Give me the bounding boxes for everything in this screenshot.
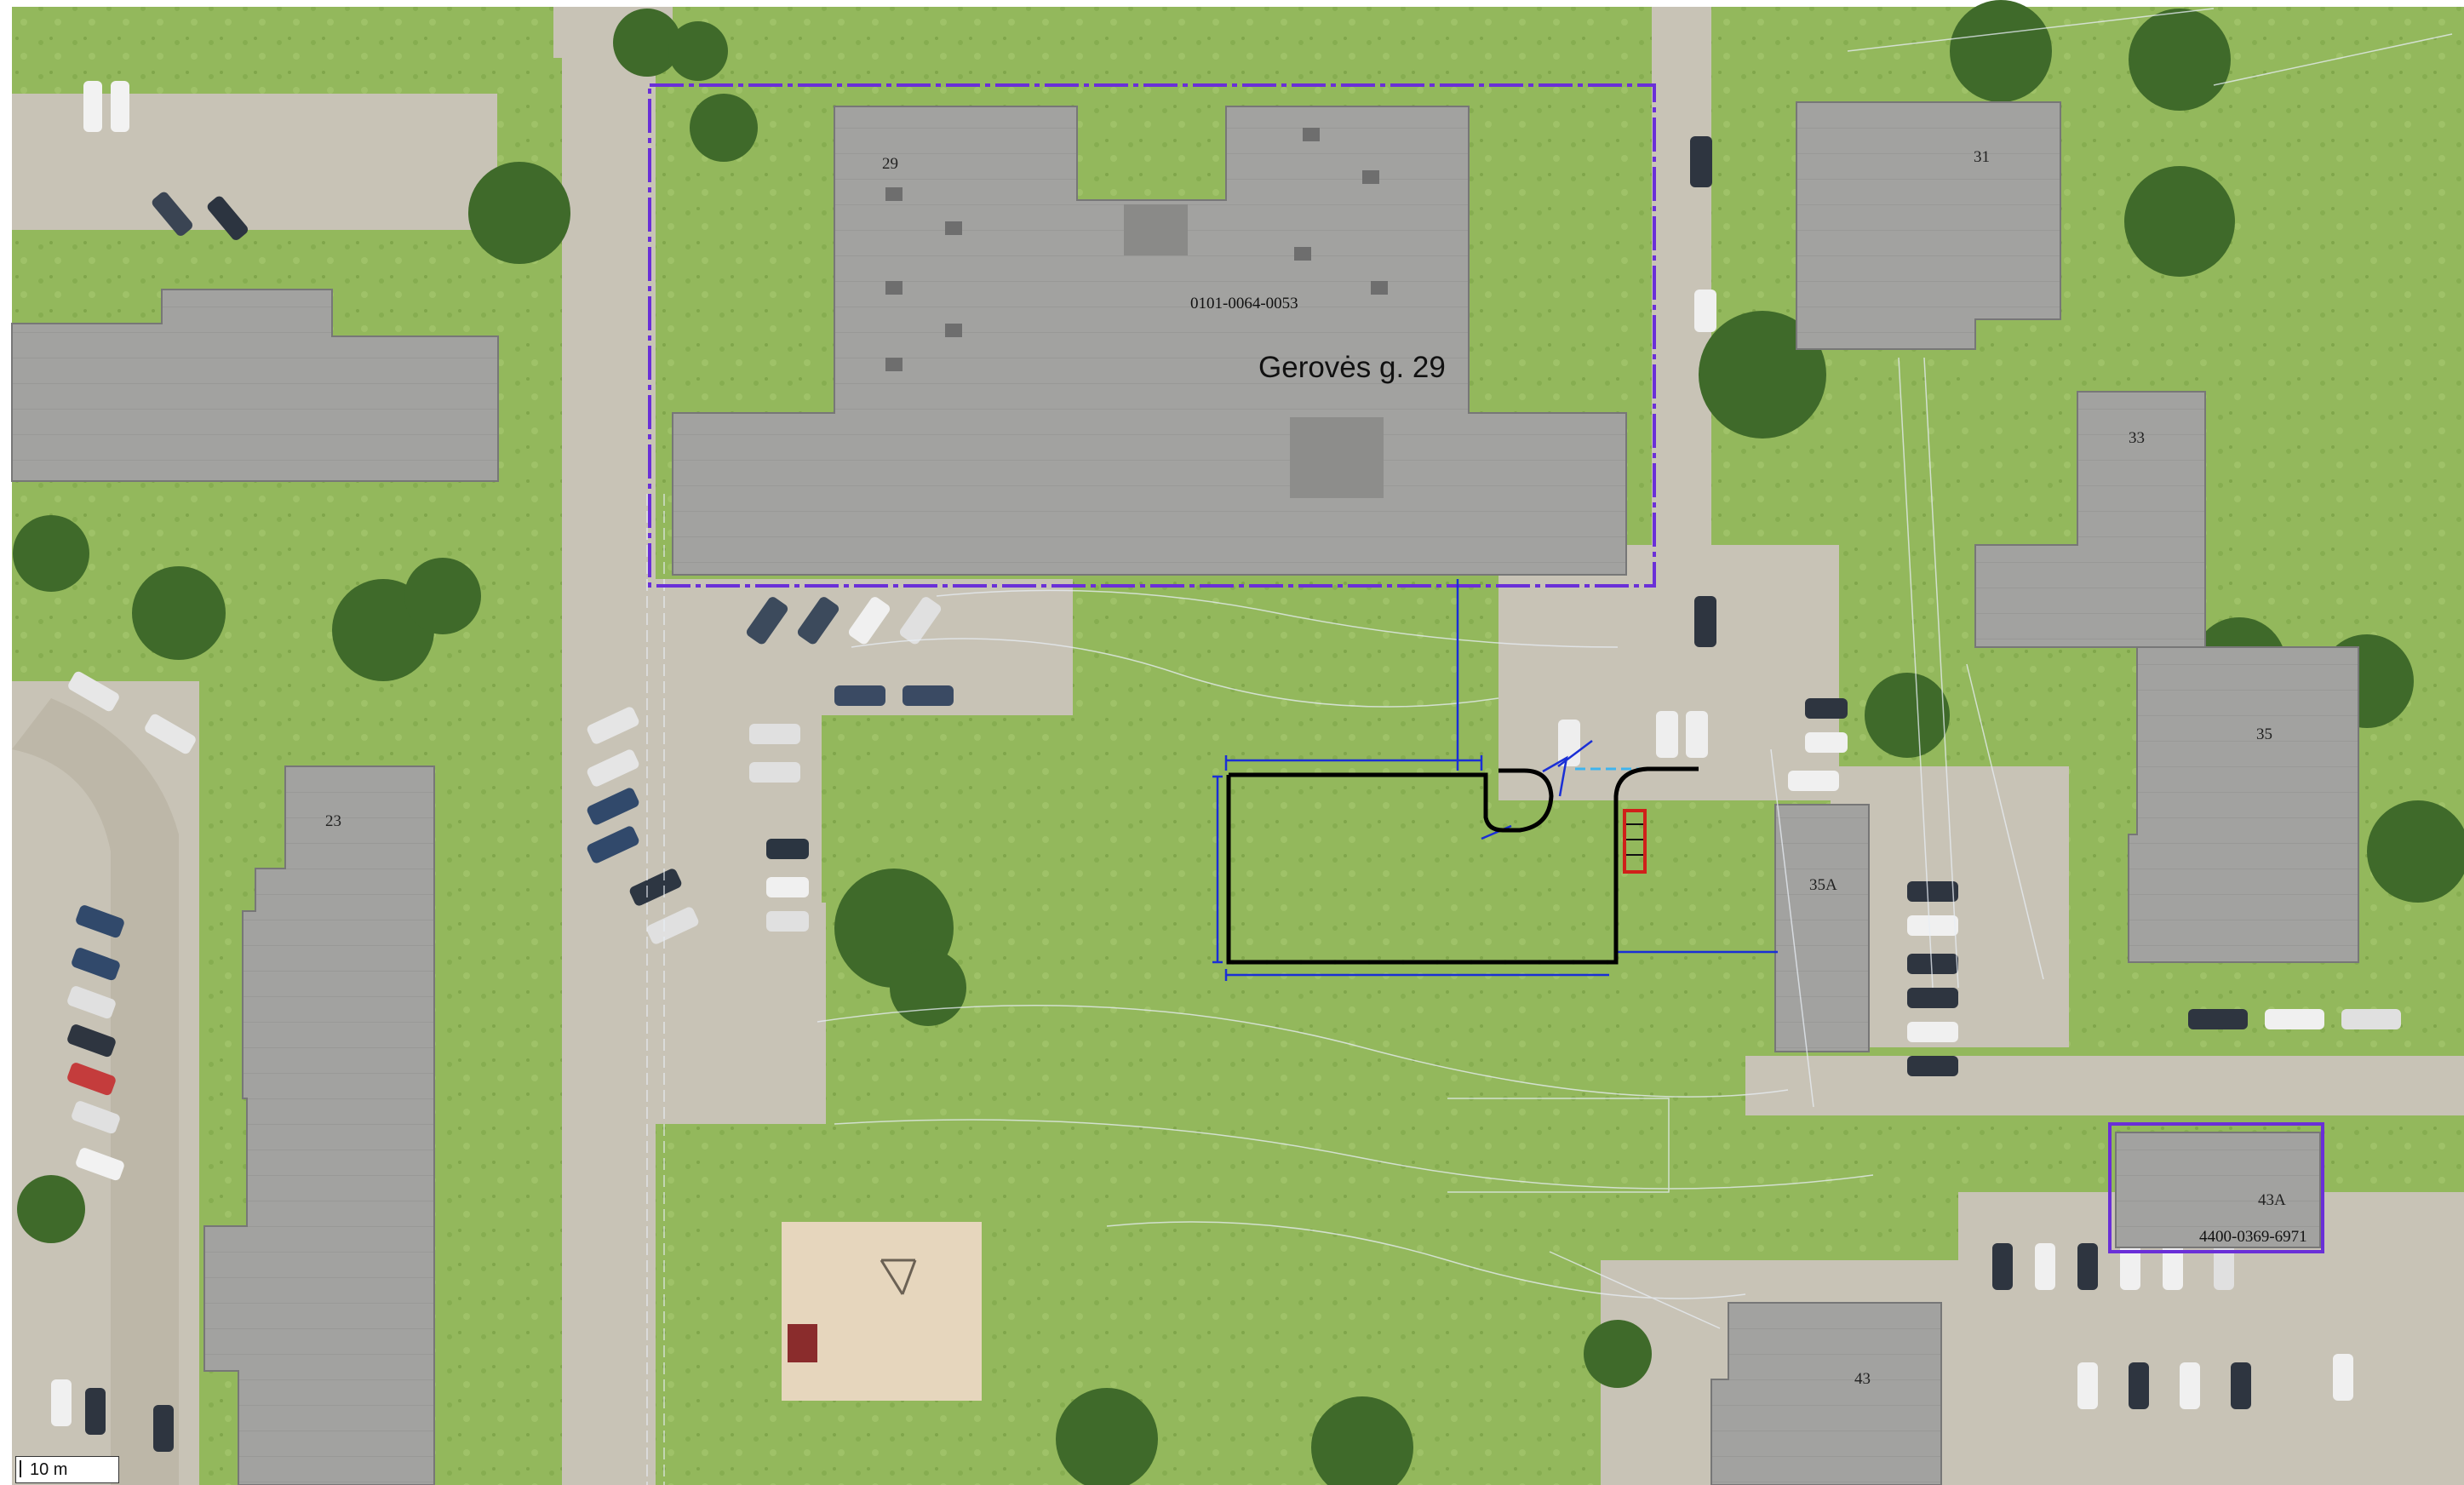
building-number-29: 29: [882, 155, 898, 173]
dimension-lines: [1212, 579, 1778, 981]
parked-cars: [51, 81, 2401, 1452]
playground-equipment: [788, 1259, 917, 1362]
project-outline: [1226, 766, 1699, 965]
building-33-roof: [1974, 391, 2206, 648]
building-29-roof: [672, 106, 1627, 576]
building-43-roof: [1710, 1302, 1942, 1485]
survey-lines: [646, 8, 2453, 1485]
parcel-boundary-29: [648, 83, 1656, 588]
trees: [13, 0, 2464, 1485]
building-number-43: 43: [1854, 1370, 1871, 1388]
buildings: [11, 101, 2359, 1485]
building-left-roof: [11, 289, 499, 482]
building-43a-roof: [2115, 1132, 2321, 1248]
building-23-roof: [203, 765, 435, 1485]
building-35-roof: [2128, 646, 2359, 963]
parcel-id-secondary: 4400-0369-6971: [2199, 1228, 2307, 1246]
parcel-id-main: 0101-0064-0053: [1190, 295, 1298, 312]
building-number-43a: 43A: [2258, 1191, 2286, 1209]
building-number-35: 35: [2256, 725, 2272, 743]
building-35a-roof: [1774, 804, 1870, 1052]
scale-bar: 10 m: [15, 1456, 119, 1483]
building-number-33: 33: [2129, 429, 2145, 447]
building-31-roof: [1796, 101, 2061, 350]
parking-marker: [1623, 809, 1647, 874]
playground: [782, 1222, 982, 1401]
address-label: Gerovės g. 29: [1258, 351, 1446, 384]
scale-bar-label: 10 m: [30, 1460, 68, 1479]
scale-bar-tick: [20, 1460, 21, 1477]
roof-fixtures: [885, 128, 1388, 498]
building-number-23: 23: [325, 812, 341, 830]
building-number-31: 31: [1974, 148, 1990, 166]
parcel-boundary-43a: [2108, 1122, 2324, 1253]
building-number-35a: 35A: [1809, 876, 1837, 894]
road-curve: [12, 698, 179, 1485]
